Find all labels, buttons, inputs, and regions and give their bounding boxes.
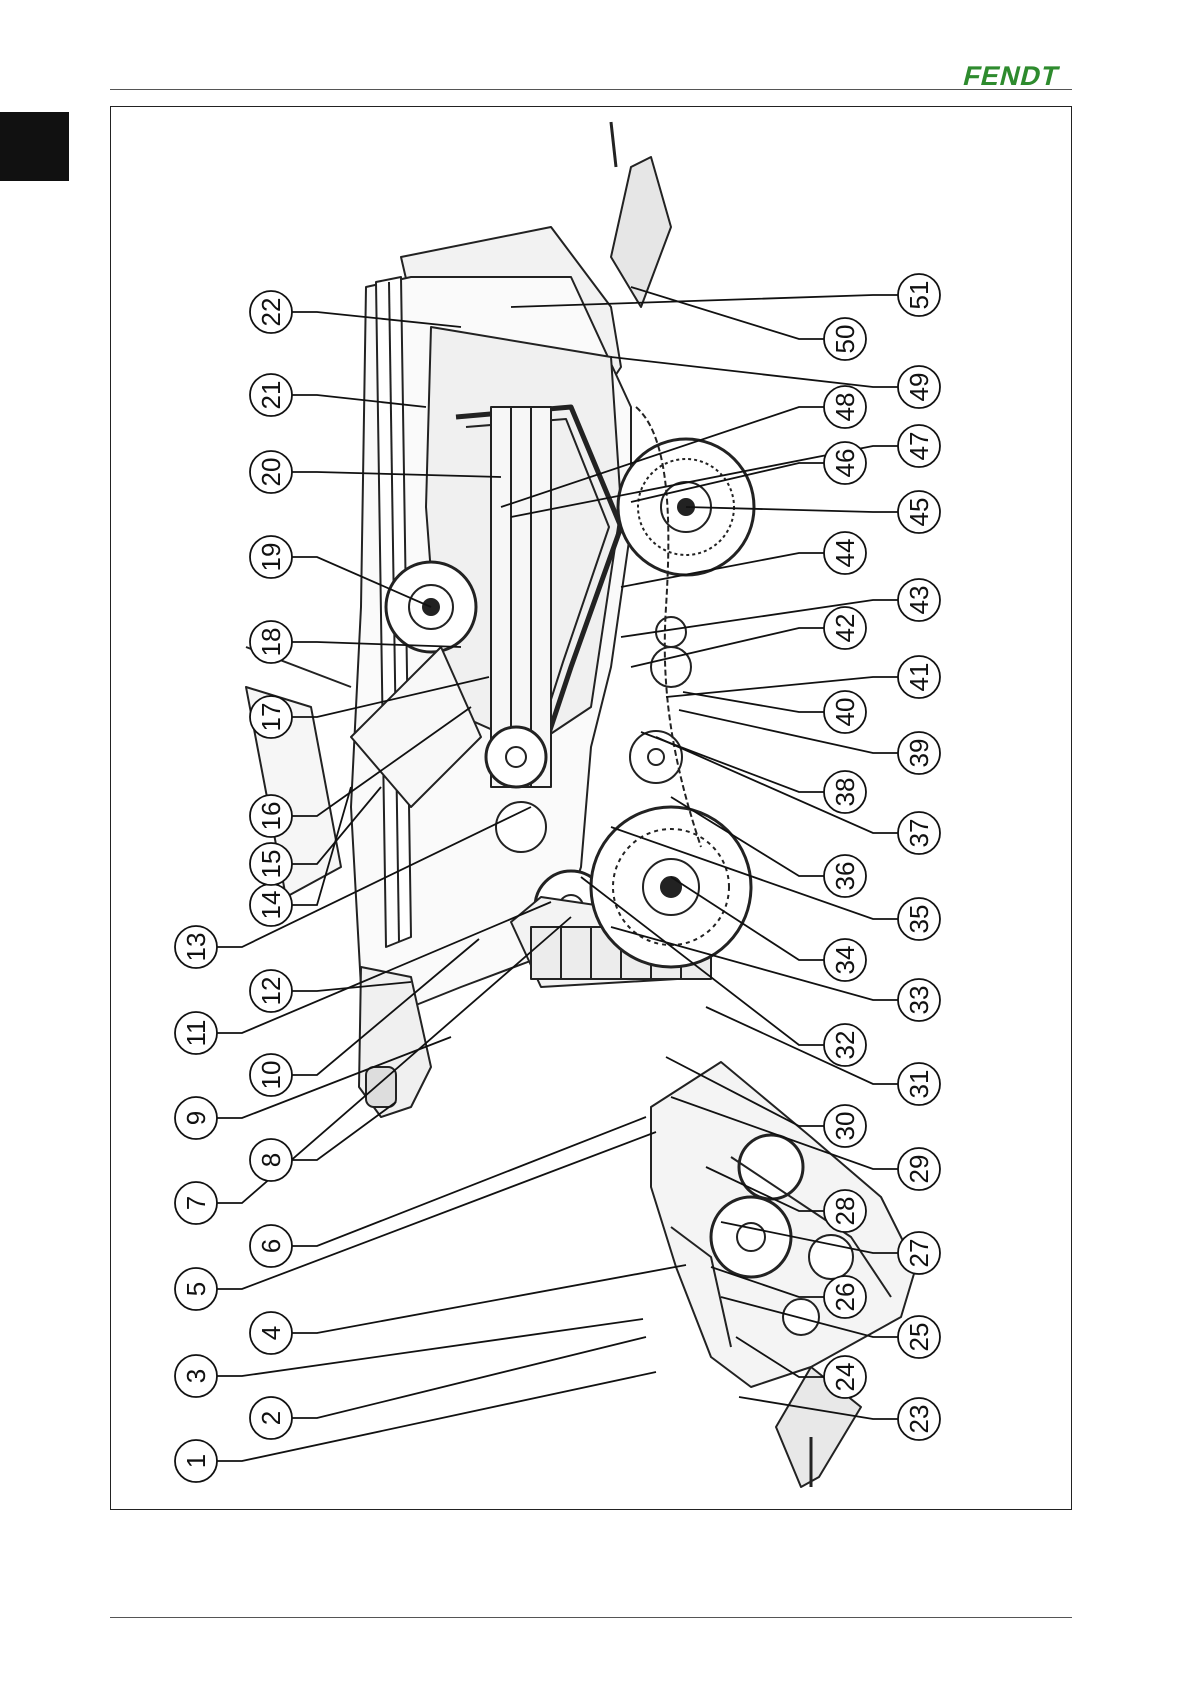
callout-24-label: 24 [830, 1363, 860, 1392]
callout-50-label: 50 [830, 325, 860, 354]
callout-29-label: 29 [904, 1155, 934, 1184]
callout-49-label: 49 [904, 373, 934, 402]
callout-6-leader [292, 1117, 646, 1246]
callout-4-leader [292, 1265, 686, 1333]
callout-12-label: 12 [256, 977, 286, 1006]
callout-22-label: 22 [256, 298, 286, 327]
footer-rule [110, 1617, 1072, 1618]
callout-8-label: 8 [256, 1153, 286, 1167]
callout-33-label: 33 [904, 986, 934, 1015]
callout-31-label: 31 [904, 1070, 934, 1099]
callout-15-label: 15 [256, 850, 286, 879]
callout-25-label: 25 [904, 1323, 934, 1352]
callout-41-label: 41 [904, 663, 934, 692]
callout-32-label: 32 [830, 1031, 860, 1060]
callout-7-label: 7 [181, 1196, 211, 1210]
callout-20-label: 20 [256, 458, 286, 487]
callout-37-label: 37 [904, 819, 934, 848]
callout-23-label: 23 [904, 1405, 934, 1434]
callout-40-leader [683, 692, 824, 712]
callout-42-label: 42 [830, 614, 860, 643]
callout-26-label: 26 [830, 1283, 860, 1312]
callout-13-label: 13 [181, 933, 211, 962]
callout-3-label: 3 [181, 1369, 211, 1383]
callout-44-label: 44 [830, 539, 860, 568]
callout-47-label: 47 [904, 432, 934, 461]
callout-16-label: 16 [256, 802, 286, 831]
brand-wordmark: FENDT [960, 60, 1063, 90]
callout-2-label: 2 [256, 1411, 286, 1425]
callout-35-label: 35 [904, 905, 934, 934]
callout-1-label: 1 [181, 1454, 211, 1468]
callout-27-label: 27 [904, 1239, 934, 1268]
callout-41-leader [666, 677, 898, 697]
callout-36-label: 36 [830, 862, 860, 891]
callout-11-label: 11 [181, 1020, 211, 1047]
callout-19-label: 19 [256, 543, 286, 572]
callout-21-label: 21 [256, 381, 286, 410]
callout-30-label: 30 [830, 1112, 860, 1141]
callout-51-label: 51 [904, 281, 934, 310]
callout-18-label: 18 [256, 628, 286, 657]
callout-14-label: 14 [256, 891, 286, 920]
callout-50-leader [631, 287, 824, 339]
header-rule [110, 89, 1072, 90]
chapter-tab [0, 112, 69, 181]
callout-28-label: 28 [830, 1197, 860, 1226]
callout-48-label: 48 [830, 393, 860, 422]
callout-10-label: 10 [256, 1061, 286, 1090]
callout-2-leader [292, 1337, 646, 1418]
callout-6-label: 6 [256, 1239, 286, 1253]
fendt-logo: FENDT [958, 60, 1076, 90]
callout-45-label: 45 [904, 498, 934, 527]
callout-43-label: 43 [904, 586, 934, 615]
callout-9-label: 9 [181, 1111, 211, 1125]
callout-39-label: 39 [904, 739, 934, 768]
callout-49-leader [611, 357, 898, 387]
callout-5-label: 5 [181, 1282, 211, 1296]
callout-40-label: 40 [830, 698, 860, 727]
callout-34-label: 34 [830, 946, 860, 975]
callout-46-label: 46 [830, 449, 860, 478]
callout-4-label: 4 [256, 1326, 286, 1340]
callout-17-label: 17 [256, 703, 286, 732]
callout-38-label: 38 [830, 778, 860, 807]
